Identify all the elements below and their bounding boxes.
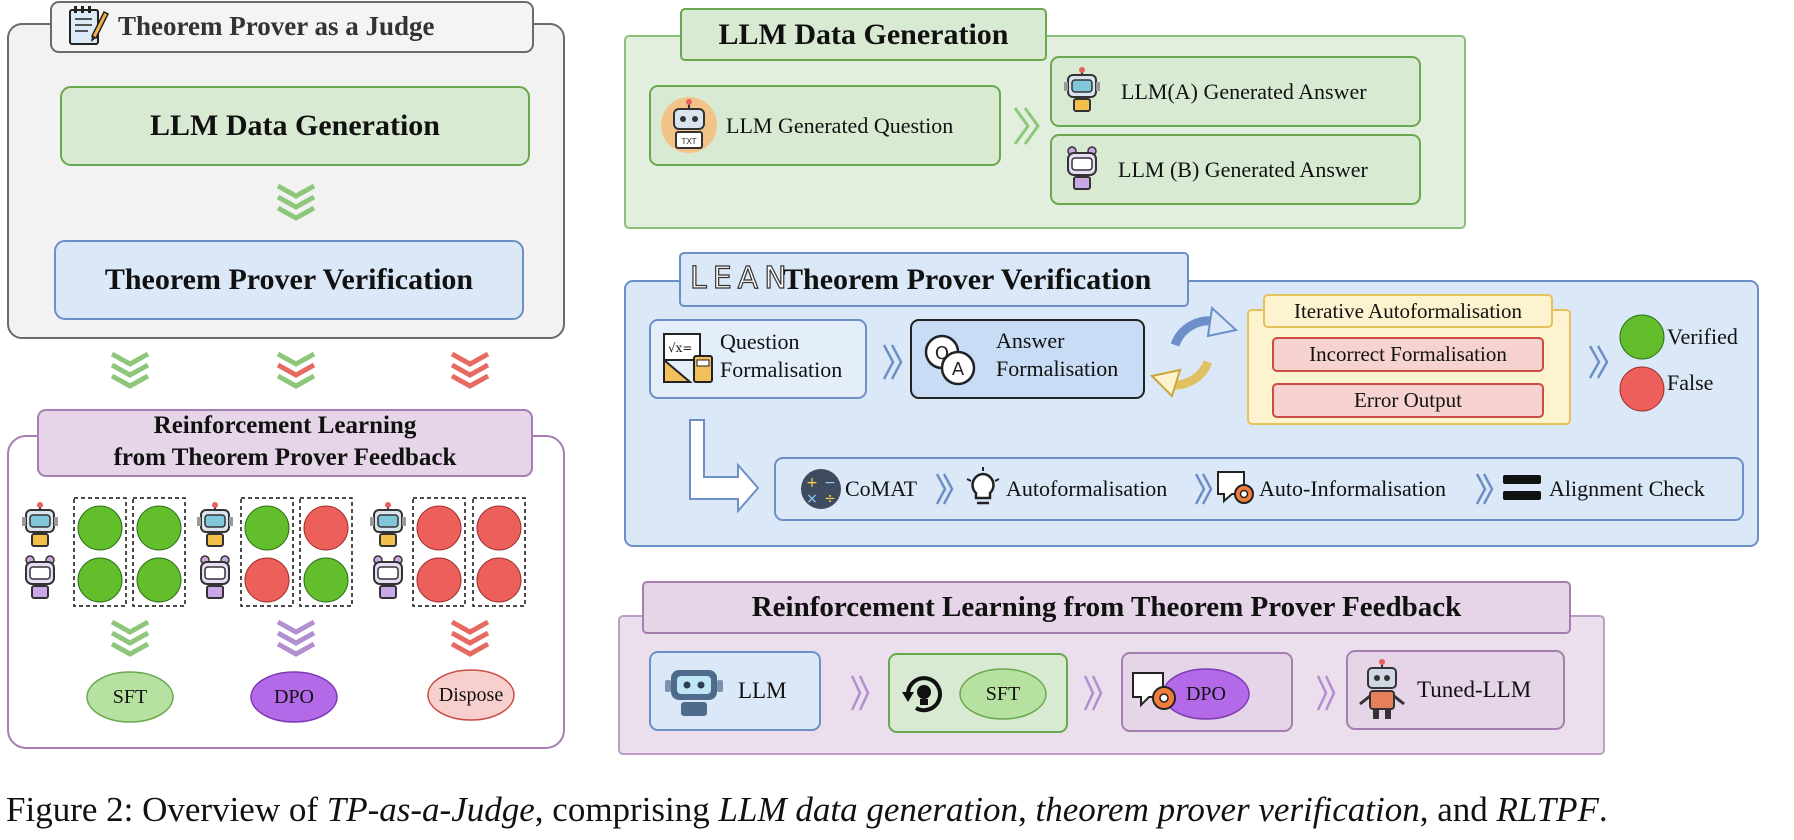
incorrect-formalisation: Incorrect Formalisation (1309, 342, 1507, 366)
svg-text:÷: ÷ (824, 491, 836, 507)
svg-text:×: × (806, 491, 818, 507)
tuned-robot-icon (1359, 659, 1405, 719)
svg-text:+: + (806, 475, 818, 491)
lightbulb-icon (966, 467, 1000, 505)
rl-panel-title: Reinforcement Learning from Theorem Prov… (751, 591, 1462, 623)
lean-logo: LEAN (689, 260, 793, 296)
caption-text: . (1598, 790, 1608, 829)
robot-a-icon (197, 502, 233, 547)
rl-llm-label: LLM (738, 678, 787, 703)
llm-data-generation-box: LLM Data Generation (150, 109, 440, 142)
robot-a-icon (370, 502, 406, 547)
llm-gen-title: LLM Data Generation (718, 17, 1009, 51)
verified-label: Verified (1667, 324, 1738, 349)
theorem-prover-verification-box: Theorem Prover Verification (104, 263, 474, 296)
svg-text:√x=: √x= (668, 341, 692, 355)
robot-a-icon (1064, 67, 1100, 112)
robot-b-icon (1067, 146, 1097, 190)
robot-b-icon (25, 555, 55, 599)
qa-bubbles-icon: Q A (924, 334, 976, 386)
pipeline-auto-informalisation: Auto-Informalisation (1259, 476, 1446, 501)
svg-text:A: A (952, 359, 965, 380)
caption-text: , comprising (534, 790, 719, 829)
caption-tp-as-a-judge: TP-as-a-Judge (326, 790, 535, 829)
gear-chat-icon (1132, 672, 1176, 710)
sft-outcome: SFT (112, 685, 148, 708)
answer-formalisation: Answer Formalisation (996, 327, 1142, 383)
llm-robot-icon (665, 670, 723, 716)
svg-text:−: − (824, 475, 836, 491)
equals-icon (1503, 475, 1541, 500)
question-formalisation-line1: Question (720, 329, 800, 354)
notepad-icon (69, 6, 110, 45)
left-panel-title: Theorem Prover as a Judge (118, 10, 435, 41)
pipeline-alignment-check: Alignment Check (1549, 476, 1705, 501)
caption-rltpf: RLTPF (1496, 790, 1599, 829)
rl-dpo-label: DPO (1185, 682, 1226, 705)
question-formalisation: Question Formalisation (720, 328, 866, 384)
caption-text: , (1017, 790, 1036, 829)
answer-formalisation-line1: Answer (996, 328, 1065, 353)
answer-formalisation-line2: Formalisation (996, 356, 1119, 381)
question-robot-icon: TXT (661, 97, 717, 153)
refresh-bulb-icon (902, 676, 942, 713)
llm-a-answer: LLM(A) Generated Answer (1121, 78, 1367, 104)
false-label: False (1667, 370, 1714, 395)
robot-b-icon (373, 555, 403, 599)
rl-sft-label: SFT (985, 682, 1021, 705)
error-output: Error Output (1354, 388, 1462, 412)
rl-title-line1: Reinforcement Learning (153, 412, 417, 439)
dpo-outcome: DPO (273, 685, 314, 708)
pipeline-autoformalisation: Autoformalisation (1006, 476, 1168, 501)
figure-caption: Figure 2: Overview of TP-as-a-Judge, com… (0, 790, 1794, 830)
robot-a-icon (22, 502, 58, 547)
caption-theorem-prover-verification: theorem prover verification (1035, 790, 1420, 829)
iterative-autoformalisation-title: Iterative Autoformalisation (1293, 298, 1523, 323)
question-formalisation-line2: Formalisation (720, 357, 843, 382)
llm-generated-question: LLM Generated Question (726, 112, 954, 138)
caption-text: , and (1419, 790, 1497, 829)
tp-panel-title: Theorem Prover Verification (783, 262, 1152, 296)
formula-board-icon: √x= (663, 333, 713, 383)
calculator-icon: + − × ÷ (801, 469, 841, 509)
dispose-outcome: Dispose (438, 683, 504, 706)
svg-text:TXT: TXT (680, 137, 696, 146)
rl-title-line2: from Theorem Prover Feedback (113, 444, 457, 471)
robot-b-icon (200, 555, 230, 599)
caption-prefix: Figure 2: Overview of (6, 790, 327, 829)
gear-chat-icon (1217, 471, 1254, 504)
rl-title: Reinforcement Learning from Theorem Prov… (38, 410, 532, 476)
pipeline-comat: CoMAT (845, 476, 918, 501)
caption-llm-data-generation: LLM data generation (718, 790, 1018, 829)
llm-b-answer: LLM (B) Generated Answer (1118, 156, 1368, 182)
rl-tuned-llm-label: Tuned-LLM (1417, 677, 1532, 702)
